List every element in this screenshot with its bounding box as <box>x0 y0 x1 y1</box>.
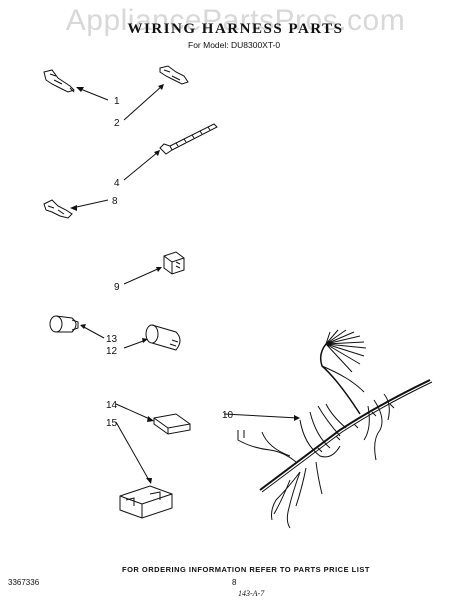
page-title: WIRING HARNESS PARTS <box>127 21 344 37</box>
callout-14: 14 <box>106 400 118 411</box>
callout-1: 1 <box>114 96 120 107</box>
model-subtitle: For Model: DU8300XT-0 <box>188 40 281 50</box>
callout-15: 15 <box>106 418 118 429</box>
part-15-housing <box>119 485 173 519</box>
handwritten-code: 143-A-7 <box>238 589 265 598</box>
part-4-cable-tie <box>159 123 218 155</box>
watermark-text: AppliancePartsPros.com <box>65 4 406 37</box>
callout-9: 9 <box>114 282 120 293</box>
callout-10: 10 <box>222 410 234 421</box>
callout-4: 4 <box>114 178 120 189</box>
part-10-harness <box>237 329 433 529</box>
ordering-note: FOR ORDERING INFORMATION REFER TO PARTS … <box>122 565 370 574</box>
leader-lines <box>71 85 299 483</box>
part-14-block <box>153 413 191 435</box>
callout-12: 12 <box>106 346 118 357</box>
page-number: 8 <box>232 578 237 587</box>
part-1-terminal <box>43 69 75 93</box>
callout-8: 8 <box>112 196 118 207</box>
part-9-block <box>163 251 185 275</box>
part-8-terminal <box>43 199 73 219</box>
leader-arrowheads <box>70 84 300 484</box>
callout-13: 13 <box>106 334 118 345</box>
part-13-connector <box>49 315 79 333</box>
part-12-wire-nut <box>145 324 181 351</box>
callout-2: 2 <box>114 118 120 129</box>
part-2-terminal <box>159 65 189 85</box>
document-number: 3367336 <box>8 578 40 587</box>
